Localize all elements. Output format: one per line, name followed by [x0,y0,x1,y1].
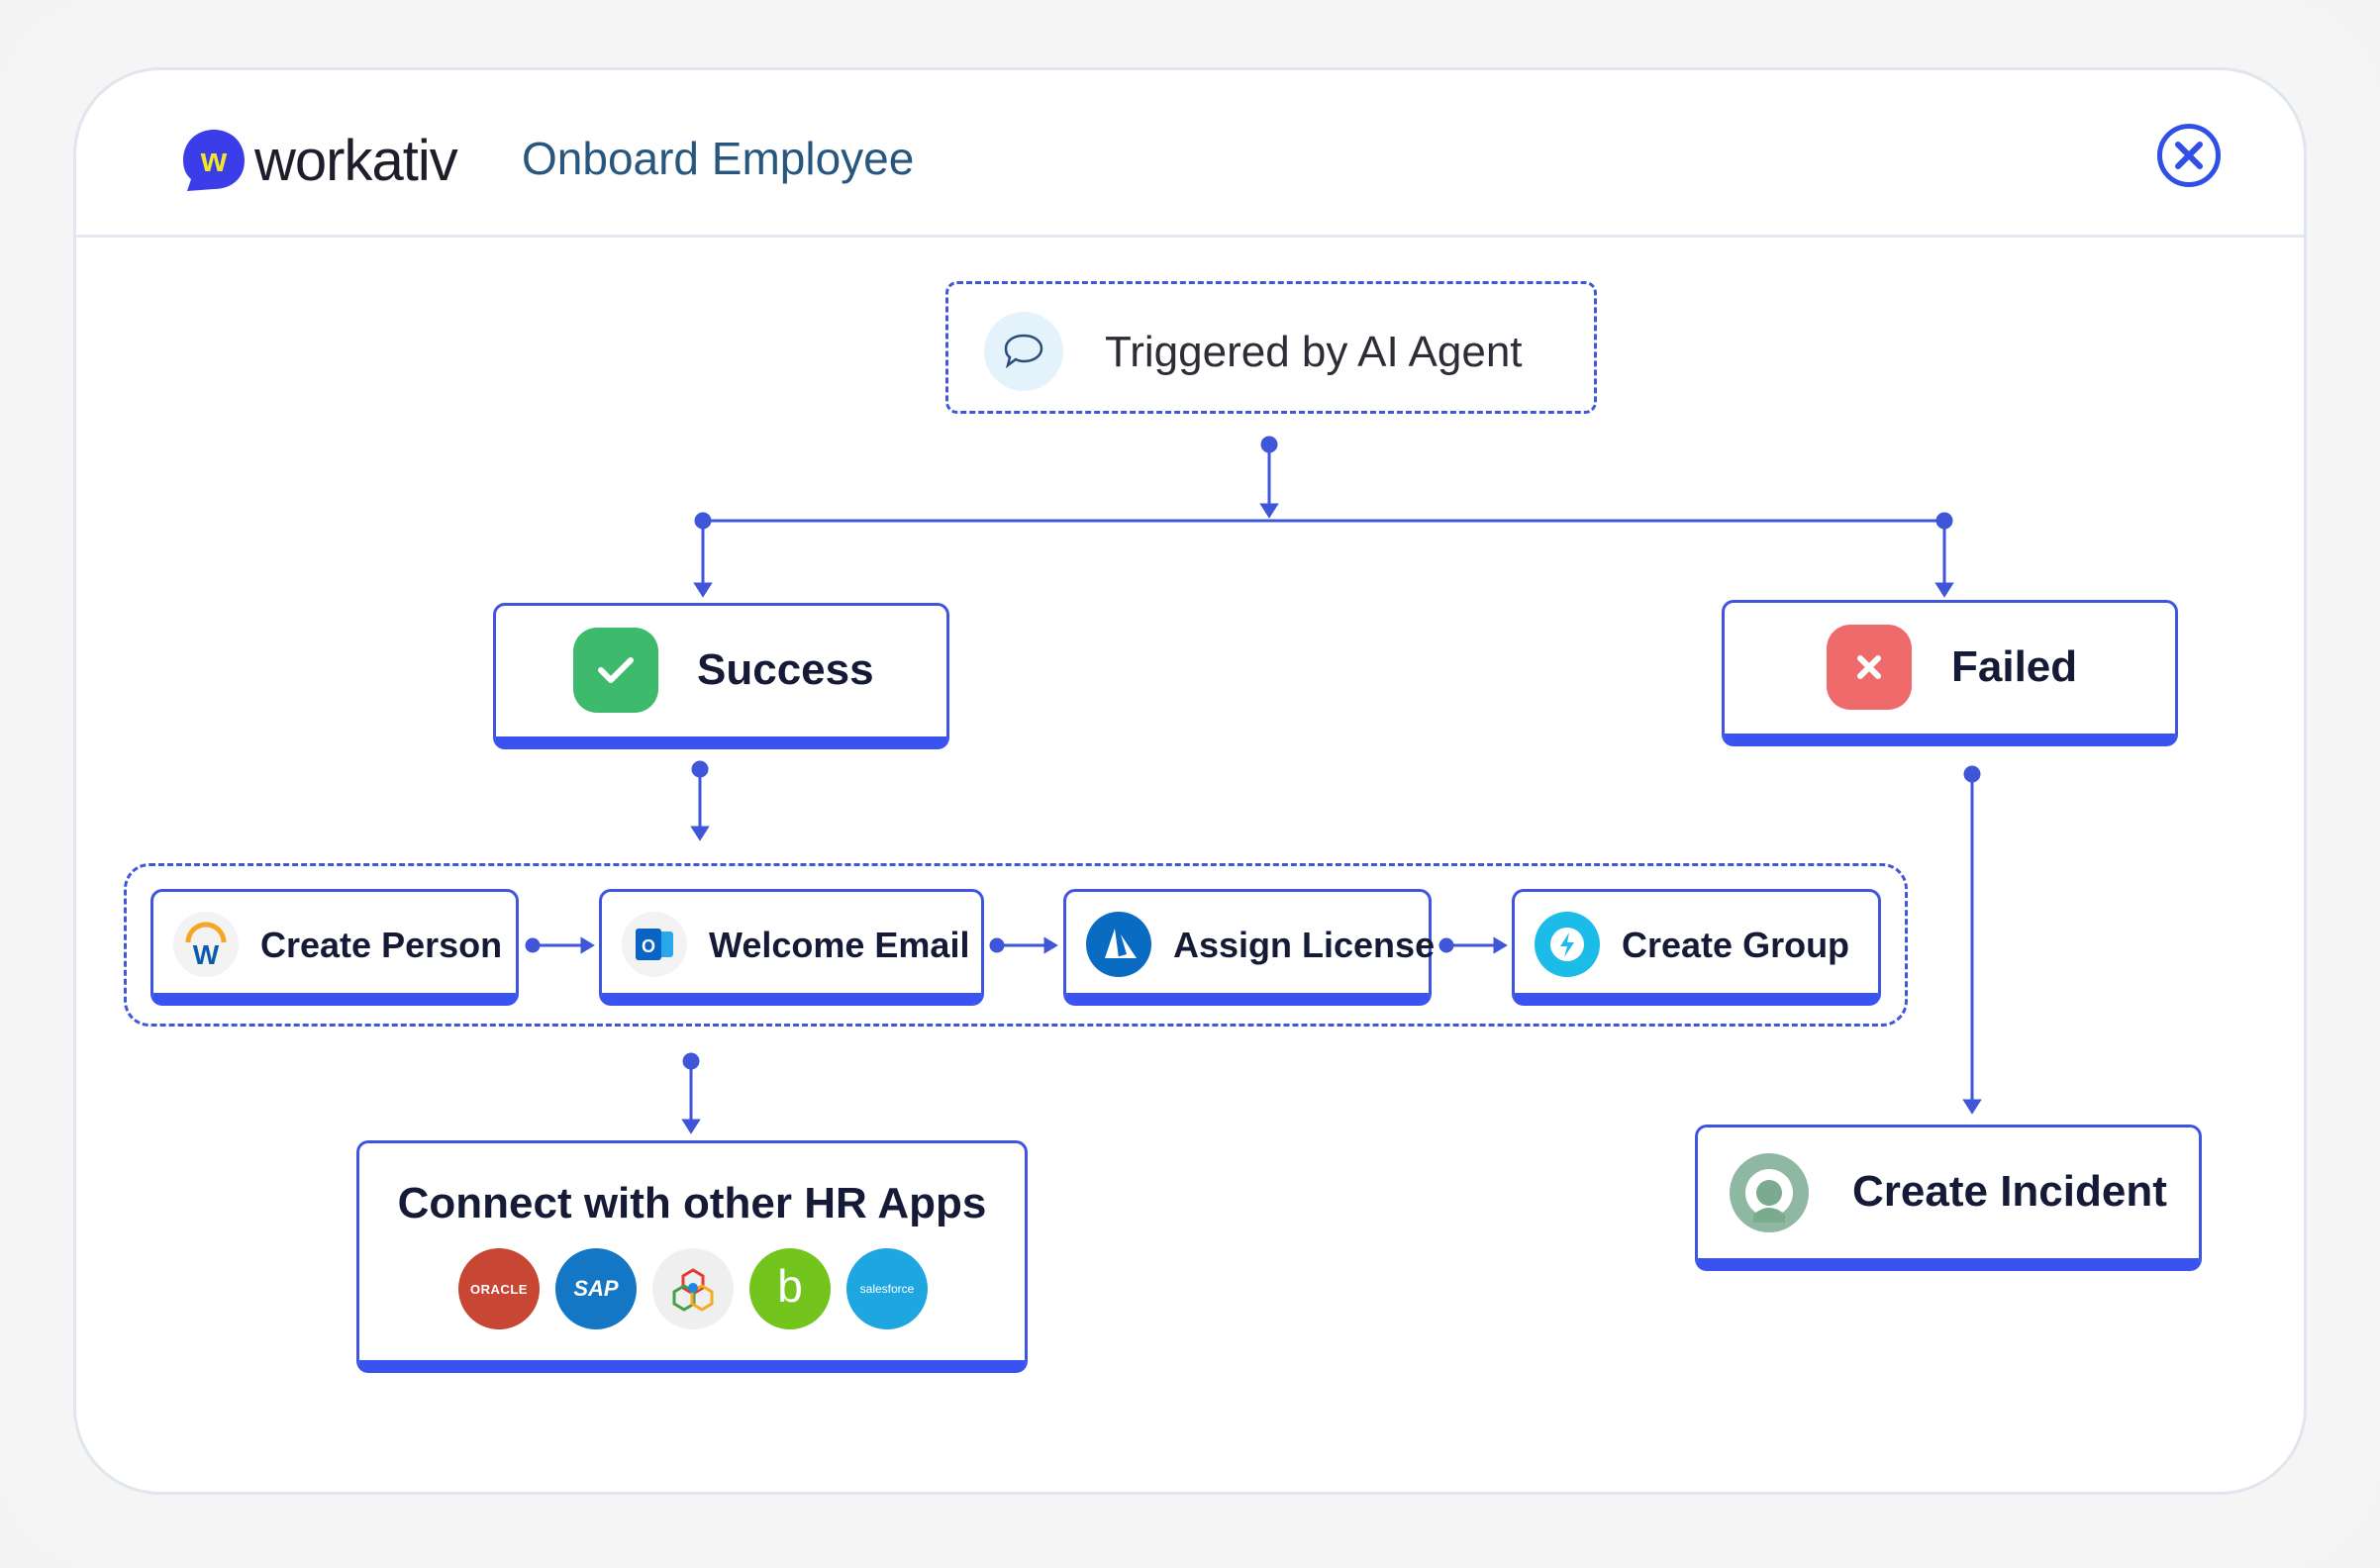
sap-icon: SAP [555,1248,637,1329]
trigger-node[interactable]: Triggered by AI Agent [945,281,1597,414]
workativ-logo-icon: w [183,130,245,191]
create-incident-node[interactable]: Create Incident [1695,1125,2202,1271]
bamboohr-icon: b [749,1248,831,1329]
workday-icon: W [173,912,239,977]
action-label: Assign License [1173,925,1436,965]
action-label: Create Group [1622,925,1850,965]
action-label: Create Person [260,925,503,965]
azure-icon [1086,912,1151,977]
zoho-icon [652,1248,734,1329]
outlook-icon: O [622,912,687,977]
close-button[interactable] [2157,124,2221,187]
freshservice-icon [1535,912,1600,977]
check-icon [573,628,658,713]
hr-app-logos: ORACLE SAP b salesforce [458,1248,928,1329]
x-icon [1827,625,1912,710]
create-incident-label: Create Incident [1852,1167,2167,1216]
close-icon [2175,142,2203,169]
action-assign-license[interactable]: Assign License [1063,889,1436,1006]
svg-text:W: W [193,939,220,970]
action-welcome-email[interactable]: O Welcome Email [599,889,984,1006]
hr-apps-title: Connect with other HR Apps [397,1179,987,1227]
header: w workativ Onboard Employee [76,70,2304,238]
hr-apps-node[interactable]: Connect with other HR Apps ORACLE SAP b [356,1140,1028,1373]
chat-bubble-icon [984,312,1063,391]
brand-name: workativ [254,128,458,193]
trigger-label: Triggered by AI Agent [1105,328,1523,376]
failed-branch-node[interactable]: Failed [1722,600,2178,746]
workativ-logo: w workativ [181,126,458,195]
actions-group [124,863,1908,1027]
workflow-title: Onboard Employee [522,133,915,184]
action-create-person[interactable]: W Create Person [150,889,519,1006]
oracle-icon: ORACLE [458,1248,540,1329]
logo-glyph: w [200,142,228,179]
failed-label: Failed [1951,642,2078,691]
action-label: Welcome Email [709,925,970,965]
incident-icon [1730,1153,1809,1232]
svg-text:O: O [642,936,655,956]
action-create-group[interactable]: Create Group [1512,889,1881,1006]
salesforce-icon: salesforce [846,1248,928,1329]
success-branch-node[interactable]: Success [493,603,949,749]
success-label: Success [697,645,874,694]
